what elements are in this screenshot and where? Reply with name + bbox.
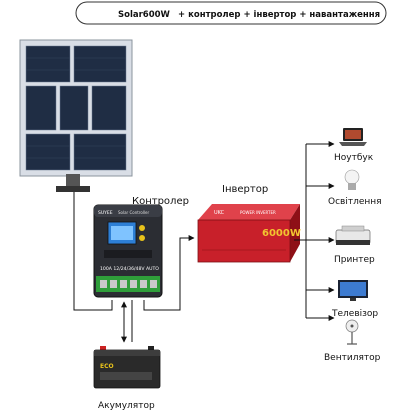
load-laptop: Ноутбук xyxy=(334,128,374,163)
header-banner: Solar600W + контролер + інвертор + наван… xyxy=(76,2,386,24)
solar-panel xyxy=(20,40,132,192)
controller-model: Solar Controller xyxy=(118,210,149,215)
inverter-brand: UKC xyxy=(214,210,225,216)
charge-controller: SUYEE Solar Controller 100A 12/24/36/48V… xyxy=(94,205,162,297)
inverter-power: 6000W xyxy=(262,228,301,239)
controller-brand: SUYEE xyxy=(98,210,113,216)
load-label: Вентилятор xyxy=(324,353,381,363)
header-title-rest: + контролер + інвертор + навантаження xyxy=(178,9,380,20)
solar-panel-cells xyxy=(26,46,126,170)
load-fan: Вентилятор xyxy=(324,320,381,363)
printer-icon xyxy=(336,226,370,245)
load-label: Освітлення xyxy=(328,197,382,207)
inverter: UKC POWER INVERTER 6000W xyxy=(198,204,301,262)
load-label: Принтер xyxy=(334,255,375,265)
battery-label: Акумулятор xyxy=(98,401,155,411)
controller-spec: 100A 12/24/36/48V AUTO xyxy=(100,266,159,272)
tv-icon xyxy=(338,280,368,301)
inverter-label: Інвертор xyxy=(222,184,268,195)
panel-mount xyxy=(66,174,80,188)
load-lighting: Освітлення xyxy=(328,170,382,207)
header-title-model: Solar600W xyxy=(118,10,171,20)
battery: ECO xyxy=(94,346,160,388)
fan-icon xyxy=(346,320,358,344)
light-bulb-icon xyxy=(345,170,359,190)
load-label: Телевізор xyxy=(331,309,378,319)
laptop-icon xyxy=(339,128,367,146)
load-tv: Телевізор xyxy=(331,280,378,319)
inverter-model: POWER INVERTER xyxy=(240,210,276,215)
battery-brand: ECO xyxy=(100,363,114,370)
load-printer: Принтер xyxy=(334,226,375,265)
load-label: Ноутбук xyxy=(334,153,374,163)
